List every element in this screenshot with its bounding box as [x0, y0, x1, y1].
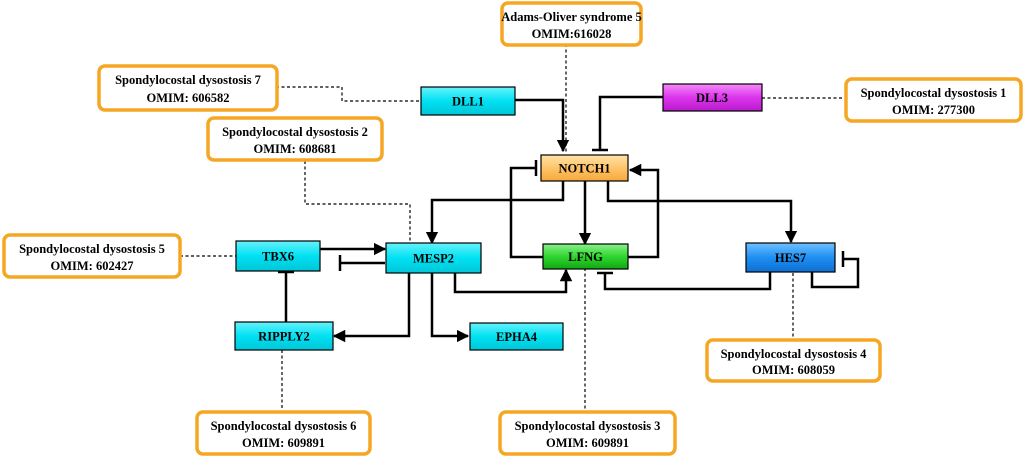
gene-tbx6[interactable]: TBX6: [235, 240, 321, 272]
edge-mesp2-lfng: [453, 268, 573, 294]
connector-scd7-dll1: [276, 86, 421, 102]
disease-name-scd5: Spondylocostal dysostosis 5: [19, 242, 165, 256]
edge-hes7-lfng: [603, 272, 772, 291]
disease-box-scd3[interactable]: Spondylocostal dysostosis 3 OMIM: 609891: [498, 410, 677, 456]
disease-box-scd2[interactable]: Spondylocostal dysostosis 2 OMIM: 608681: [206, 116, 384, 162]
gene-epha4[interactable]: EPHA4: [469, 322, 564, 351]
edge-lfng-notch1-left: [509, 166, 543, 259]
edge-mesp2-epha4: [430, 273, 470, 343]
disease-box-scd1[interactable]: Spondylocostal dysostosis 1 OMIM: 277300: [844, 77, 1023, 123]
edge-mesp2-ripply2: [332, 273, 411, 343]
edge-dll3-notch1: [598, 95, 663, 150]
gene-label-lfng: LFNG: [568, 250, 603, 264]
gene-nodes: DLL1 DLL3 NOTCH1 MESP2 LFNG HES7 TBX6 R: [234, 83, 836, 351]
edge-dll1-notch1: [515, 98, 570, 153]
disease-name-scd4: Spondylocostal dysostosis 4: [721, 347, 868, 361]
gene-dll1[interactable]: DLL1: [420, 86, 516, 116]
disease-box-scd4[interactable]: Spondylocostal dysostosis 4 OMIM: 608059: [705, 338, 882, 383]
disease-omim-scd6: OMIM: 609891: [242, 436, 325, 450]
gene-label-mesp2: MESP2: [413, 252, 454, 266]
gene-label-ripply2: RIPPLY2: [258, 330, 310, 344]
disease-omim-scd1: OMIM: 277300: [892, 103, 975, 117]
disease-name-scd1: Spondylocostal dysostosis 1: [861, 86, 1007, 100]
gene-label-epha4: EPHA4: [496, 330, 538, 344]
disease-omim-scd4: OMIM: 608059: [752, 363, 835, 377]
edge-notch1-hes7: [606, 181, 798, 244]
disease-box-scd7[interactable]: Spondylocostal dysostosis 7 OMIM: 606582: [97, 64, 279, 112]
regulatory-edges: [278, 95, 860, 343]
disease-name-scd2: Spondylocostal dysostosis 2: [222, 125, 368, 139]
gene-mesp2[interactable]: MESP2: [385, 242, 482, 274]
disease-connectors: [180, 44, 846, 412]
edge-lfng-notch1-right: [628, 163, 660, 259]
disease-omim-aos5: OMIM:616028: [532, 27, 612, 41]
disease-omim-scd3: OMIM: 609891: [546, 436, 629, 450]
disease-box-scd5[interactable]: Spondylocostal dysostosis 5 OMIM: 602427: [2, 233, 182, 279]
edge-notch1-mesp2: [425, 181, 565, 245]
disease-name-aos5: Adams-Oliver syndrome 5: [501, 10, 642, 24]
disease-box-scd6[interactable]: Spondylocostal dysostosis 6 OMIM: 609891: [195, 410, 372, 456]
disease-omim-scd7: OMIM: 606582: [147, 91, 230, 105]
disease-name-scd3: Spondylocostal dysostosis 3: [515, 419, 661, 433]
gene-label-notch1: NOTCH1: [558, 162, 610, 176]
gene-label-hes7: HES7: [775, 251, 806, 265]
disease-omim-scd5: OMIM: 602427: [51, 259, 134, 273]
disease-box-aos5[interactable]: Adams-Oliver syndrome 5 OMIM:616028: [500, 1, 643, 47]
gene-notch1[interactable]: NOTCH1: [540, 154, 629, 182]
disease-omim-scd2: OMIM: 608681: [254, 142, 337, 156]
disease-name-scd6: Spondylocostal dysostosis 6: [211, 419, 357, 433]
connector-scd2-mesp2: [304, 161, 411, 246]
gene-hes7[interactable]: HES7: [745, 242, 836, 273]
gene-dll3[interactable]: DLL3: [662, 83, 763, 112]
edge-hes7-self: [810, 257, 860, 289]
gene-label-dll1: DLL1: [452, 95, 484, 109]
gene-label-tbx6: TBX6: [262, 250, 294, 264]
gene-lfng[interactable]: LFNG: [542, 243, 629, 270]
gene-label-dll3: DLL3: [696, 91, 728, 105]
gene-ripply2[interactable]: RIPPLY2: [234, 321, 334, 351]
disease-name-scd7: Spondylocostal dysostosis 7: [115, 73, 261, 87]
